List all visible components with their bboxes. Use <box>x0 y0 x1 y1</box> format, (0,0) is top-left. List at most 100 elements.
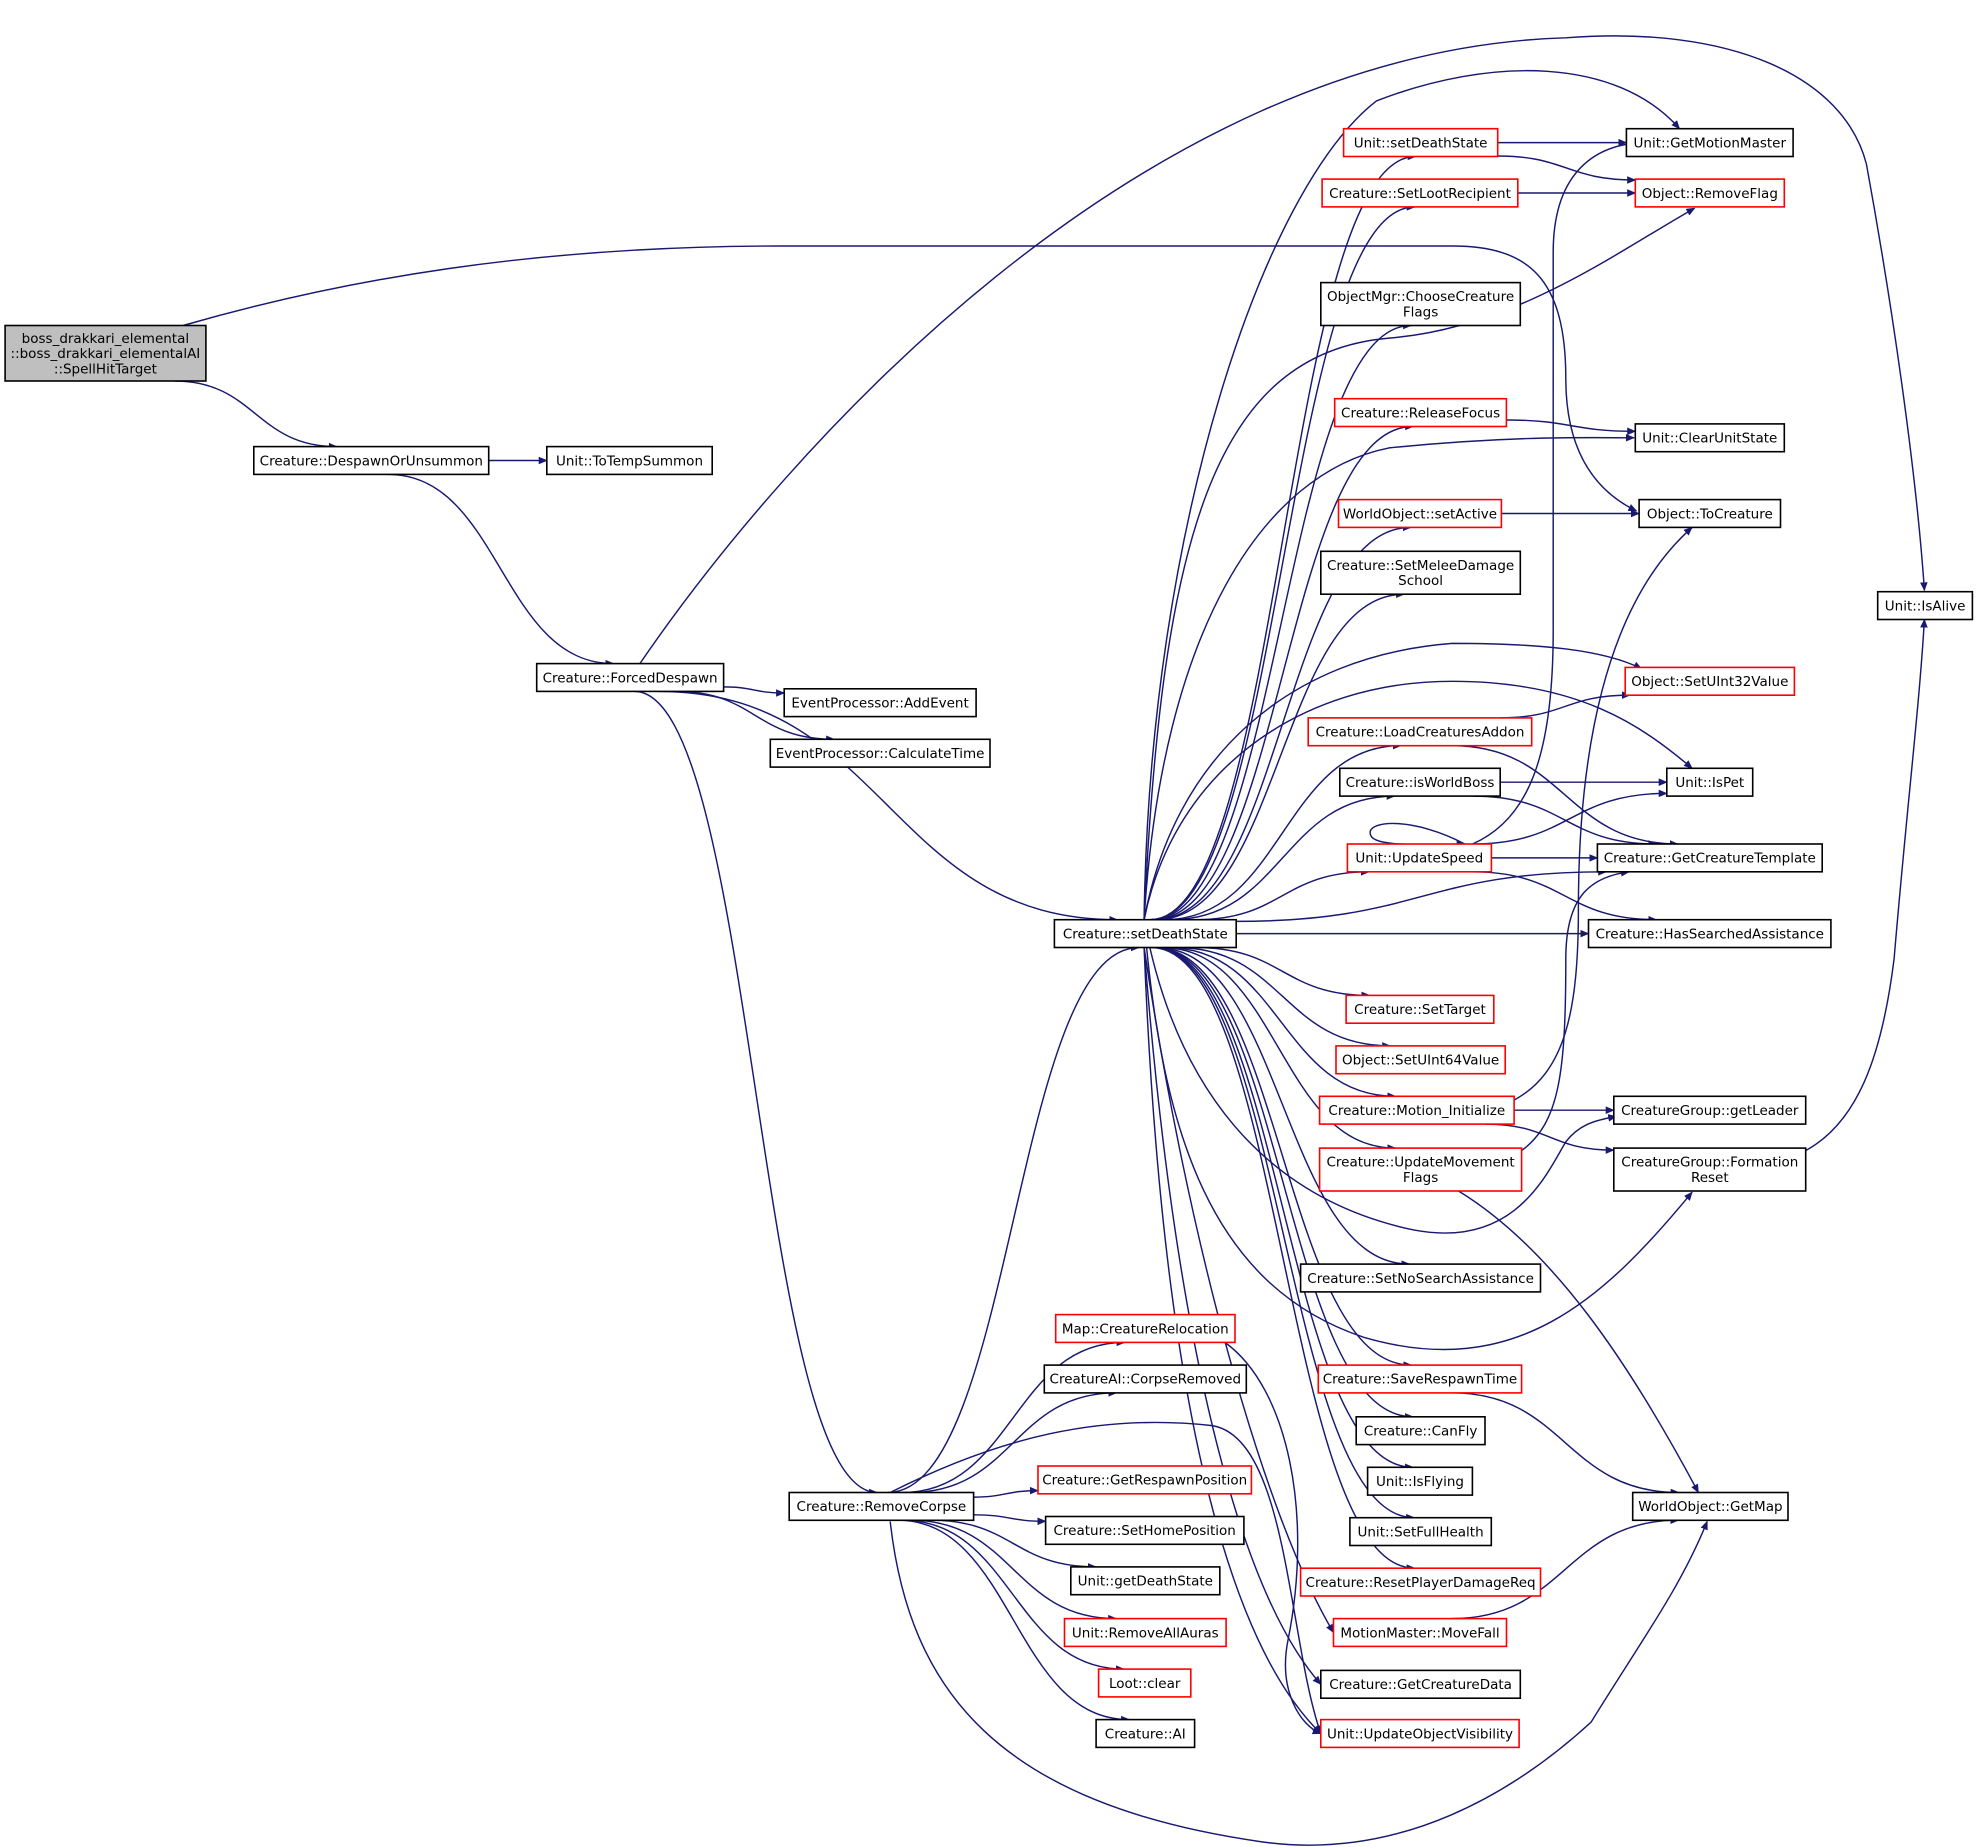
node-creatureRelocation[interactable]: Map::CreatureRelocation <box>1054 1313 1236 1344</box>
edge-setDeathStateC-to-saveRespawnTime <box>1153 946 1413 1369</box>
node-getCreatureData[interactable]: Creature::GetCreatureData <box>1320 1669 1522 1700</box>
node-setNoSearchAssistance[interactable]: Creature::SetNoSearchAssistance <box>1299 1263 1542 1293</box>
node-resetPlayerDamageReq[interactable]: Creature::ResetPlayerDamageReq <box>1299 1567 1542 1597</box>
node-clearUnitState[interactable]: Unit::ClearUnitState <box>1634 423 1786 453</box>
node-unitSetDeathState[interactable]: Unit::setDeathState <box>1342 127 1499 158</box>
node-label-line: Creature::SetMeleeDamage <box>1327 558 1514 574</box>
node-calculateTime[interactable]: EventProcessor::CalculateTime <box>769 738 991 768</box>
edge-path <box>1161 946 1397 1152</box>
node-setLootRecipient[interactable]: Creature::SetLootRecipient <box>1321 178 1519 208</box>
edge-isWorldBoss-to-getCreatureTemplate <box>1473 795 1658 848</box>
edge-setDeathStateC-to-getCreatureData <box>1143 947 1322 1685</box>
node-label-line: Reset <box>1691 1170 1729 1186</box>
node-label-line: boss_drakkari_elemental <box>22 331 189 347</box>
node-setUInt64Value[interactable]: Object::SetUInt64Value <box>1335 1045 1506 1075</box>
node-getDeathState[interactable]: Unit::getDeathState <box>1070 1566 1221 1596</box>
edge-path <box>1156 946 1411 1268</box>
node-moveFall[interactable]: MotionMaster::MoveFall <box>1332 1617 1508 1648</box>
node-label: WorldObject::GetMap <box>1638 1499 1782 1515</box>
node-isWorldBoss[interactable]: Creature::isWorldBoss <box>1339 767 1502 797</box>
node-setActive[interactable]: WorldObject::setActive <box>1337 498 1503 529</box>
edge-removeCorpse-to-lootClear <box>902 1519 1125 1673</box>
node-toCreature[interactable]: Object::ToCreature <box>1638 498 1782 529</box>
node-label-line: ObjectMgr::ChooseCreature <box>1327 289 1514 305</box>
edge-path <box>1473 795 1658 848</box>
node-isAlive[interactable]: Unit::IsAlive <box>1876 590 1974 621</box>
edge-path <box>1151 321 1413 921</box>
edge-path <box>1506 419 1637 436</box>
node-corpseRemoved[interactable]: CreatureAI::CorpseRemoved <box>1043 1364 1248 1394</box>
node-getRespawnPosition[interactable]: Creature::GetRespawnPosition <box>1037 1465 1253 1495</box>
edge-path <box>174 380 338 451</box>
node-getMap[interactable]: WorldObject::GetMap <box>1631 1491 1789 1522</box>
edge-saveRespawnTime-to-getMap <box>1451 1392 1680 1497</box>
node-box <box>1044 1515 1245 1546</box>
node-box <box>535 662 725 693</box>
node-releaseFocus[interactable]: Creature::ReleaseFocus <box>1333 397 1508 428</box>
node-label-line: Unit::getDeathState <box>1078 1574 1213 1590</box>
node-box <box>1097 1668 1192 1698</box>
node-getLeader[interactable]: CreatureGroup::getLeader <box>1613 1095 1807 1125</box>
node-label: Creature::LoadCreaturesAddon <box>1316 725 1525 741</box>
node-label: Creature::Motion_Initialize <box>1328 1103 1505 1119</box>
node-label-line: Unit::IsFlying <box>1376 1474 1464 1490</box>
node-getCreatureTemplate[interactable]: Creature::GetCreatureTemplate <box>1596 843 1824 873</box>
edge-setDeathStateC-to-loadCreaturesAddon <box>1164 741 1402 921</box>
node-isPet[interactable]: Unit::IsPet <box>1666 767 1754 797</box>
node-setDeathStateC[interactable]: Creature::setDeathState <box>1053 918 1238 949</box>
node-label: Creature::ForcedDespawn <box>543 670 718 686</box>
edge-unitSetDeathState-to-removeFlag <box>1497 155 1637 184</box>
edge-path <box>1451 1392 1680 1497</box>
node-label-line: WorldObject::GetMap <box>1638 1499 1782 1515</box>
node-setUInt32Value[interactable]: Object::SetUInt32Value <box>1624 666 1796 697</box>
node-getMotionMaster[interactable]: Unit::GetMotionMaster <box>1625 127 1794 158</box>
node-updateSpeed[interactable]: Unit::UpdateSpeed <box>1346 843 1493 873</box>
node-lootClear[interactable]: Loot::clear <box>1097 1668 1192 1698</box>
node-box <box>1037 1465 1253 1495</box>
node-label-line: Unit::UpdateObjectVisibility <box>1327 1726 1513 1742</box>
node-label: Creature::ReleaseFocus <box>1341 405 1500 421</box>
node-label-line: CreatureGroup::getLeader <box>1621 1103 1799 1119</box>
edge-removeCorpse-to-getMap <box>889 1520 1708 1846</box>
node-label-line: Creature::Motion_Initialize <box>1328 1103 1505 1119</box>
edge-path <box>1472 139 1643 845</box>
node-removeFlag[interactable]: Object::RemoveFlag <box>1634 178 1786 208</box>
node-despawnOrUnsummon[interactable]: Creature::DespawnOrUnsummon <box>253 445 490 476</box>
node-toTempSummon[interactable]: Unit::ToTempSummon <box>545 445 713 476</box>
node-setHomePosition[interactable]: Creature::SetHomePosition <box>1044 1515 1245 1546</box>
node-label-line: Object::RemoveFlag <box>1642 186 1778 202</box>
node-setTarget[interactable]: Creature::SetTarget <box>1345 994 1495 1025</box>
node-updateObjectVisibility[interactable]: Unit::UpdateObjectVisibility <box>1320 1718 1520 1749</box>
edge-formationReset-to-isAlive <box>1805 618 1928 1152</box>
node-box <box>1054 1313 1236 1344</box>
node-box <box>1613 1095 1807 1125</box>
edge-path <box>1170 792 1396 921</box>
edge-path <box>1143 919 1693 1351</box>
node-creatureAI[interactable]: Creature::AI <box>1095 1718 1196 1749</box>
node-label: Creature::AI <box>1105 1726 1186 1742</box>
node-label-line: Unit::UpdateSpeed <box>1355 851 1483 867</box>
node-root[interactable]: boss_drakkari_elemental::boss_drakkari_e… <box>4 324 207 382</box>
node-saveRespawnTime[interactable]: Creature::SaveRespawnTime <box>1317 1364 1523 1394</box>
node-addEvent[interactable]: EventProcessor::AddEvent <box>783 687 977 718</box>
node-loadCreaturesAddon[interactable]: Creature::LoadCreaturesAddon <box>1307 717 1533 747</box>
node-canFly[interactable]: Creature::CanFly <box>1355 1416 1486 1446</box>
node-label: Creature::ResetPlayerDamageReq <box>1306 1575 1536 1591</box>
edge-path <box>897 1519 1131 1724</box>
edge-forcedDespawn-to-calculateTime <box>675 690 836 744</box>
node-removeAllAuras[interactable]: Unit::RemoveAllAuras <box>1063 1617 1227 1648</box>
node-hasSearchedAssistance[interactable]: Creature::HasSearchedAssistance <box>1587 918 1832 949</box>
edge-path <box>1143 434 1635 920</box>
node-isFlying[interactable]: Unit::IsFlying <box>1366 1466 1474 1496</box>
edge-path <box>1195 868 1370 921</box>
edge-updateSpeed-to-hasSearchedAssistance <box>1472 871 1658 924</box>
node-forcedDespawn[interactable]: Creature::ForcedDespawn <box>535 662 725 693</box>
node-motionInitialize[interactable]: Creature::Motion_Initialize <box>1318 1095 1515 1125</box>
node-removeCorpse[interactable]: Creature::RemoveCorpse <box>788 1491 975 1522</box>
node-setFullHealth[interactable]: Unit::SetFullHealth <box>1349 1516 1493 1547</box>
